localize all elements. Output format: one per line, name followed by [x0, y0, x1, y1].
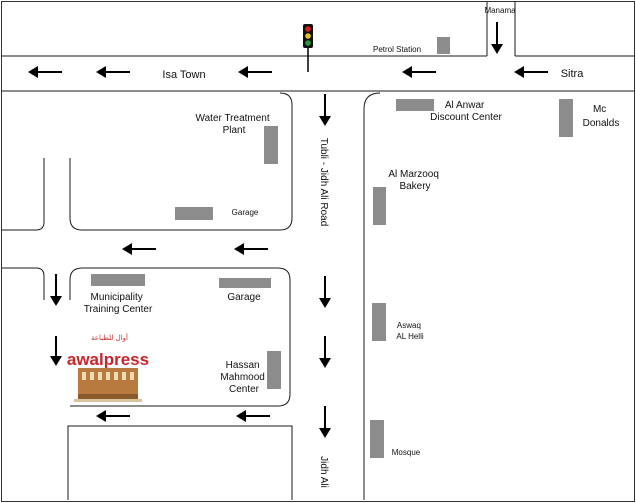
arrow-left-icon [96, 66, 130, 78]
tubli-jidh-ali-road-label: Tubli - Jidh Ali Road [318, 138, 329, 227]
arrow-left-icon [514, 66, 548, 78]
sitra-label: Sitra [561, 68, 585, 80]
al-anwar-block [396, 99, 434, 111]
manama-label: Manama [484, 6, 516, 15]
municipality-line1: Municipality [90, 292, 142, 303]
arrow-left-icon [122, 243, 156, 255]
al-marzooq-line2: Bakery [399, 181, 430, 192]
jidh-ali-label: Jidh Ali [318, 456, 329, 488]
mc-donalds-label: Mc Donalds [583, 104, 620, 129]
hassan-block [267, 351, 281, 389]
aswaq-block [372, 303, 386, 341]
arrow-left-icon [234, 243, 268, 255]
building-blocks [91, 37, 573, 458]
arrow-left-icon [402, 66, 436, 78]
awal-press-logo: أوال للطباعة awalpress [67, 333, 149, 402]
hassan-line3: Center [229, 384, 260, 395]
arrow-left-icon [236, 410, 270, 422]
municipality-block [91, 274, 145, 286]
arrow-down-icon [319, 276, 331, 308]
garage-mid-block [219, 278, 271, 288]
arrow-down-icon [319, 406, 331, 438]
garage-mid-label: Garage [227, 292, 261, 303]
garage-top-block [175, 207, 213, 220]
isa-town-label: Isa Town [162, 69, 205, 81]
arrow-left-icon [96, 410, 130, 422]
aswaq-line2: AL Helli [396, 332, 423, 341]
petrol-station-label: Petrol Station [373, 45, 421, 54]
water-treatment-label: Water Treatment Plant [196, 113, 273, 136]
mc-donalds-block [559, 99, 573, 137]
aswaq-line1: Aswaq [397, 321, 421, 330]
hassan-line2: Mahmood [220, 372, 264, 383]
arrow-down-icon [491, 22, 503, 54]
al-anwar-line2: Discount Center [430, 112, 502, 123]
al-marzooq-line1: Al Marzooq [388, 169, 439, 180]
mosque-label: Mosque [392, 448, 421, 457]
arrow-down-icon [319, 94, 331, 126]
arrow-left-icon [238, 66, 272, 78]
petrol-station-block [437, 37, 450, 54]
logo-arabic-text: أوال للطباعة [91, 333, 128, 342]
municipality-line2: Training Center [84, 304, 153, 315]
mc-donalds-line1: Mc [593, 104, 606, 115]
water-treatment-line2: Plant [223, 125, 246, 136]
garage-top-label: Garage [232, 208, 259, 217]
arrow-left-icon [28, 66, 62, 78]
mc-donalds-line2: Donalds [583, 118, 620, 129]
al-marzooq-label: Al Marzooq Bakery [388, 169, 441, 192]
al-marzooq-block [373, 187, 386, 225]
water-treatment-line1: Water Treatment [196, 113, 270, 124]
water-treatment-block [264, 126, 278, 164]
mosque-block [370, 420, 384, 458]
al-anwar-line1: Al Anwar [445, 100, 485, 111]
municipality-label: Municipality Training Center [84, 292, 153, 315]
logo-brand-text: awalpress [67, 350, 149, 369]
traffic-light-icon [303, 24, 313, 72]
arrow-down-icon [319, 336, 331, 368]
arrow-down-icon [50, 336, 62, 366]
hassan-label: Hassan Mahmood Center [220, 360, 267, 395]
arrow-down-icon [50, 274, 62, 306]
al-anwar-label: Al Anwar Discount Center [430, 100, 502, 123]
aswaq-label: Aswaq AL Helli [396, 321, 423, 341]
hassan-line1: Hassan [226, 360, 260, 371]
